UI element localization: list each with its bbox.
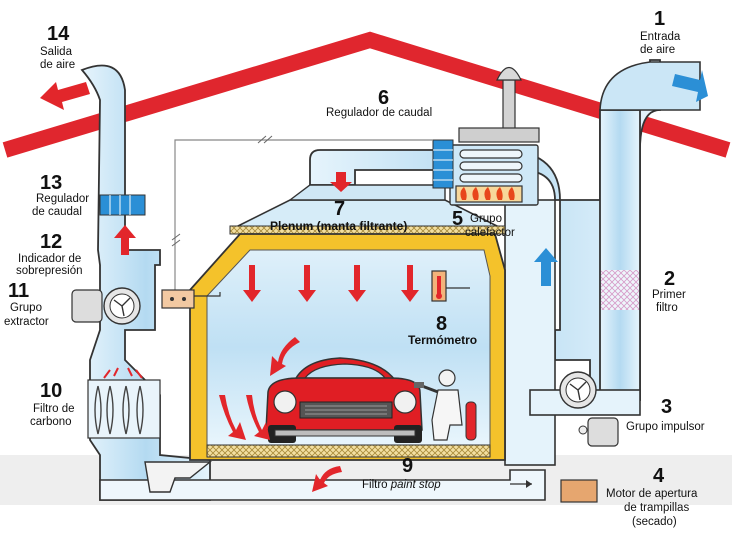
flow-damper-icon (432, 139, 454, 189)
label-14-line-2: de aire (40, 59, 75, 71)
label-7-number: 7 (334, 198, 345, 220)
label-14: 14 Salida de aire (40, 23, 75, 71)
label-11-line-2: extractor (4, 316, 49, 328)
label-8: 8 Termómetro (408, 313, 477, 347)
label-4-line-2: de trampillas (624, 502, 689, 514)
label-11: 11 Grupo extractor (4, 280, 49, 328)
label-7-line-1: Plenum (manta filtrante) (270, 219, 407, 233)
label-14-line-1: Salida (40, 46, 73, 58)
label-2-line-1: Primer (652, 289, 686, 301)
label-1: 1 Entrada de aire (640, 8, 681, 56)
motor-box-icon (560, 479, 598, 503)
control-line (174, 139, 433, 200)
label-5: 5 Grupo calefactor (452, 208, 515, 239)
label-5-line-2: calefactor (465, 227, 515, 239)
label-11-number: 11 (8, 280, 29, 302)
roof-vent-icon (458, 66, 540, 143)
exhaust-damper-icon (99, 194, 146, 216)
label-4-line-1: Motor de apertura (606, 488, 698, 500)
label-12-line-2: sobrepresión (16, 265, 82, 277)
label-13-line-2: de caudal (32, 206, 82, 218)
label-10: 10 Filtro de carbono (30, 380, 75, 428)
exhaust-fan-icon (71, 287, 141, 325)
pressure-gauge-icon (161, 289, 221, 309)
air-inlet-arrow-icon (672, 70, 708, 102)
label-1-number: 1 (654, 8, 665, 30)
label-7: 7 Plenum (manta filtrante) (270, 198, 407, 233)
label-6-line-1: Regulador de caudal (326, 107, 432, 119)
label-5-number: 5 (452, 208, 463, 230)
label-1-line-2: de aire (640, 44, 675, 56)
label-1-line-1: Entrada (640, 31, 681, 43)
painter-icon (414, 369, 477, 441)
label-10-line-2: carbono (30, 416, 72, 428)
label-9: 9 Filtro paint stop (362, 455, 441, 491)
floor-grate (144, 461, 212, 493)
label-12-line-1: Indicador de (18, 253, 81, 265)
label-3: 3 Grupo impulsor (626, 396, 705, 433)
label-12-number: 12 (40, 231, 62, 253)
label-8-line-1: Termómetro (408, 333, 477, 347)
thermometer-icon (431, 270, 470, 302)
label-10-number: 10 (40, 380, 62, 402)
label-4: 4 Motor de apertura de trampillas (secad… (606, 465, 698, 528)
label-8-number: 8 (436, 313, 447, 335)
label-3-line-1: Grupo impulsor (626, 421, 705, 433)
supply-fan-icon (559, 371, 619, 447)
label-2-line-2: filtro (656, 302, 678, 314)
intake-riser (599, 109, 641, 401)
label-9-line-1: Filtro paint stop (362, 479, 441, 491)
label-13-number: 13 (40, 172, 62, 194)
label-9-number: 9 (402, 455, 413, 477)
supply-up-arrow-icon (534, 248, 558, 286)
supply-riser (504, 199, 556, 466)
label-12: 12 Indicador de sobrepresión (16, 231, 82, 277)
label-13: 13 Regulador de caudal (32, 172, 89, 218)
label-4-number: 4 (653, 465, 665, 487)
label-2-number: 2 (664, 268, 675, 290)
first-filter-icon (601, 270, 639, 310)
label-9-prefix: Filtro (362, 479, 391, 491)
label-3-number: 3 (661, 396, 672, 418)
label-5-line-1: Grupo (470, 213, 502, 225)
airflow-arrows-down (219, 172, 419, 492)
car-icon (265, 357, 423, 443)
label-10-line-1: Filtro de (33, 403, 75, 415)
label-6-number: 6 (378, 87, 389, 109)
carbon-filter-icon (87, 367, 161, 439)
label-6: 6 Regulador de caudal (326, 87, 432, 119)
heater-flames-icon (449, 144, 539, 206)
label-9-italic: paint stop (390, 479, 441, 491)
label-14-number: 14 (47, 23, 70, 45)
exhaust-up-arrow-icon (114, 225, 136, 255)
air-outlet-arrow-icon (40, 82, 90, 110)
label-2: 2 Primer filtro (652, 268, 686, 314)
label-13-line-1: Regulador (36, 193, 89, 205)
label-4-line-3: (secado) (632, 516, 677, 528)
label-11-line-1: Grupo (10, 302, 42, 314)
paint-stop-filter-icon (206, 444, 491, 458)
